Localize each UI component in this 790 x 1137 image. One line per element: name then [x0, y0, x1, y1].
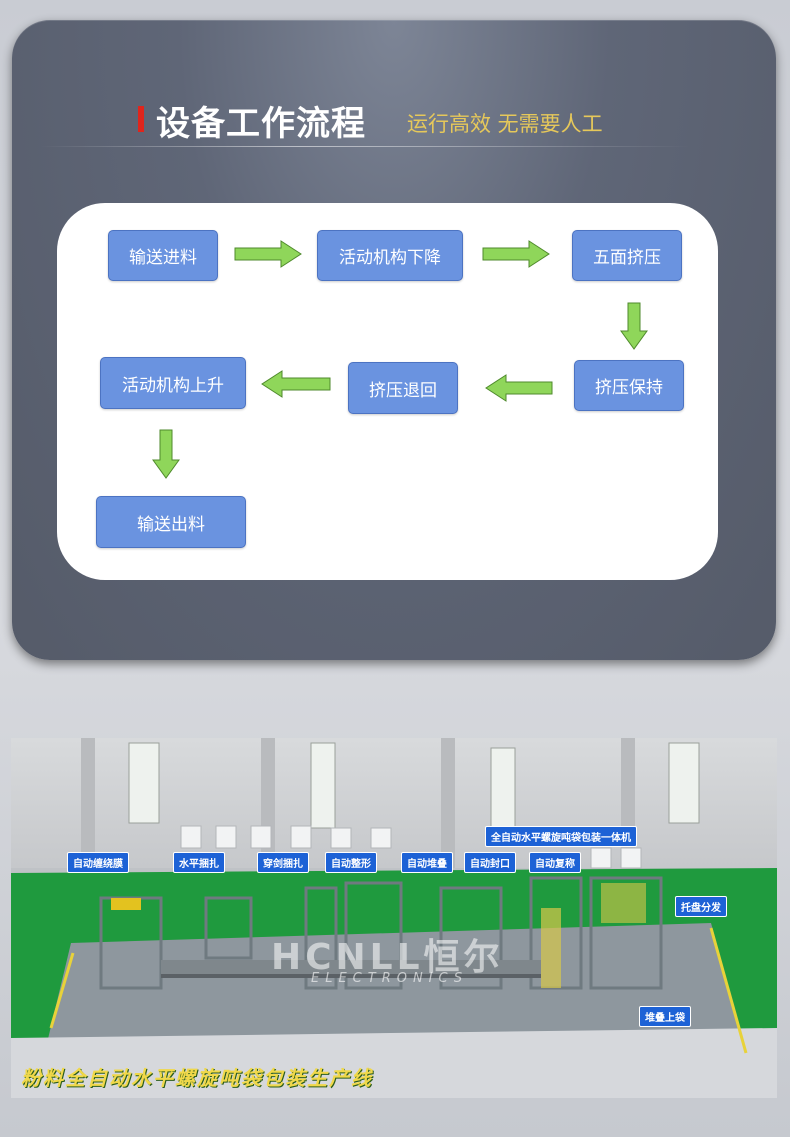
section-subtitle: 运行高效 无需要人工 [407, 112, 603, 136]
label-auto-shaping: 自动整形 [325, 852, 377, 873]
section-title: 设备工作流程 [156, 104, 366, 144]
label-horizontal-strapping: 水平捆扎 [173, 852, 225, 873]
step-five-side-press: 五面挤压 [572, 230, 682, 281]
brand-watermark: HCNLL恒尔 [271, 937, 504, 978]
label-auto-stretch-wrap: 自动缠绕膜 [67, 852, 129, 873]
arrow-down-icon [152, 429, 180, 479]
brand-subtext: ELECTRONICS [311, 971, 469, 986]
step-press-retract: 挤压退回 [348, 362, 458, 414]
step-feed-out: 输送出料 [96, 496, 246, 548]
label-auto-sealing: 自动封口 [464, 852, 516, 873]
arrow-right-icon [482, 240, 550, 268]
label-auto-stacking: 自动堆叠 [401, 852, 453, 873]
arrow-down-icon [620, 302, 648, 350]
label-pallet-dispenser: 托盘分发 [675, 896, 727, 917]
arrow-left-icon [261, 370, 331, 398]
title-divider [40, 146, 690, 147]
label-rapier-strapping: 穿剑捆扎 [257, 852, 309, 873]
production-line-title: 粉料全自动水平螺旋吨袋包装生产线 [21, 1066, 373, 1090]
step-press-hold: 挤压保持 [574, 360, 684, 411]
arrow-left-icon [485, 374, 553, 402]
arrow-right-icon [234, 240, 302, 268]
step-mechanism-up: 活动机构上升 [100, 357, 246, 409]
factory-illustration [11, 738, 777, 1098]
label-integrated-machine: 全自动水平螺旋吨袋包装一体机 [485, 826, 637, 847]
label-stack-bag-loading: 堆叠上袋 [639, 1006, 691, 1027]
step-mechanism-down: 活动机构下降 [317, 230, 463, 281]
step-feed-in: 输送进料 [108, 230, 218, 281]
production-line-image: HCNLL恒尔 ELECTRONICS 自动缠绕膜 水平捆扎 穿剑捆扎 自动整形… [11, 738, 777, 1098]
title-accent-bar [138, 106, 144, 132]
label-auto-reweighing: 自动复称 [529, 852, 581, 873]
flow-diagram: 输送进料 活动机构下降 五面挤压 挤压保持 挤压退回 活动机构上升 输送出料 [57, 203, 718, 580]
